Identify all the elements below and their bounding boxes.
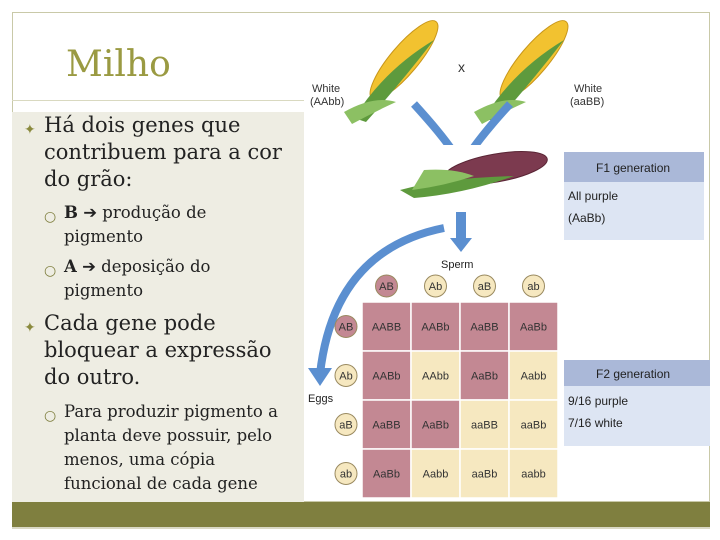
- sub-bullet-1b-text: deposição do pigmento: [64, 257, 211, 300]
- egg-gamete: [334, 315, 358, 338]
- sub-bullet-2a: ○ Para produzir pigmento a planta deve p…: [44, 400, 294, 496]
- arrow-down-icon: [450, 238, 472, 252]
- bullet-2-text: Cada gene pode bloquear a expressão do o…: [44, 311, 272, 389]
- corn-ear-parent-2-icon: [474, 20, 569, 124]
- egg-gamete-label: Ab: [339, 371, 352, 383]
- eggs-arrow-icon: [316, 224, 445, 375]
- punnett-cell: [459, 448, 510, 499]
- egg-gamete: [334, 413, 358, 436]
- sub-bullet-1a-text: produção de pigmento: [64, 203, 207, 246]
- sperm-gamete-label: aB: [478, 281, 491, 293]
- punnett-cell-label: Aabb: [423, 469, 449, 481]
- egg-gamete: [334, 462, 358, 485]
- punnett-cell-label: aaBb: [472, 469, 498, 481]
- sperm-gamete: [375, 274, 398, 298]
- punnett-cell-label: AaBb: [471, 371, 498, 383]
- bullet-2-marker-icon: ✦: [24, 320, 36, 336]
- sub-bullet-1a: ○ B ➔ produção de pigmento: [44, 201, 284, 249]
- corn-ear-f1-icon: [396, 145, 556, 201]
- punnett-cell-label: AABB: [372, 322, 401, 334]
- gene-b-label: B: [64, 203, 78, 222]
- bullet-1-text: Há dois genes que contribuem para a cor …: [44, 113, 282, 191]
- punnett-cell-label: AaBb: [373, 469, 400, 481]
- sperm-gamete: [522, 274, 545, 298]
- punnett-cell-label: aaBB: [471, 420, 498, 432]
- f1-line-1: All purple: [568, 189, 618, 203]
- sub-bullet-2a-text: Para produzir pigmento a planta deve pos…: [64, 402, 278, 493]
- punnett-cell-label: AaBB: [470, 322, 498, 334]
- arrow-down-icon: [308, 368, 332, 386]
- punnett-cell: [361, 448, 412, 499]
- punnett-cell-label: AaBb: [422, 420, 449, 432]
- punnett-cell: [361, 301, 412, 352]
- parent-2-label: White: [574, 83, 602, 95]
- arrow-shaft: [456, 212, 466, 240]
- punnett-cell: [508, 448, 559, 499]
- sperm-label: Sperm: [441, 259, 473, 271]
- punnett-cell: [508, 399, 559, 450]
- punnett-diagram: White (AAbb) x White (aaBB) F1 generatio…: [308, 20, 710, 499]
- punnett-cell-label: AABb: [372, 371, 400, 383]
- title-divider: [12, 100, 304, 101]
- egg-gamete-label: aB: [339, 420, 352, 432]
- sperm-gamete: [473, 274, 496, 298]
- gene-a-label: A: [64, 257, 77, 276]
- f1-line-2: (AaBb): [568, 211, 605, 225]
- punnett-cell: [508, 301, 559, 352]
- sub-bullet-2a-marker-icon: ○: [44, 408, 57, 424]
- f2-line-2: 7/16 white: [568, 416, 623, 430]
- punnett-cell: [361, 399, 412, 450]
- parent-1-genotype: (AAbb): [310, 96, 344, 108]
- f2-line-1: 9/16 purple: [568, 394, 628, 408]
- arrow-right-icon: ➔: [83, 203, 98, 222]
- punnett-cell-label: Aabb: [521, 371, 547, 383]
- corn-ear-parent-1-icon: [344, 20, 439, 124]
- egg-gamete-label: AB: [339, 322, 354, 334]
- bullet-2: ✦ Cada gene pode bloquear a expressão do…: [24, 310, 300, 391]
- punnett-cell: [459, 301, 510, 352]
- slide-title: Milho: [66, 44, 171, 85]
- sperm-gamete-label: AB: [379, 281, 394, 293]
- punnett-cell: [410, 399, 461, 450]
- sperm-gamete: [424, 274, 447, 298]
- f1-title: F1 generation: [596, 161, 670, 175]
- sub-bullet-1b-marker-icon: ○: [44, 263, 57, 279]
- sperm-gamete-label: Ab: [429, 281, 442, 293]
- punnett-cell-label: AaBB: [372, 420, 400, 432]
- footer-line: [12, 527, 710, 529]
- punnett-cell-label: aabb: [521, 469, 545, 481]
- bullet-1-marker-icon: ✦: [24, 122, 36, 138]
- punnett-cell: [410, 448, 461, 499]
- parent-2-genotype: (aaBB): [570, 96, 604, 108]
- punnett-cell: [459, 350, 510, 401]
- footer-bar: [12, 502, 710, 527]
- egg-gamete-label: ab: [340, 469, 352, 481]
- punnett-cell-label: AAbb: [422, 371, 449, 383]
- parent-1-label: White: [312, 83, 340, 95]
- sub-bullet-1a-marker-icon: ○: [44, 209, 57, 225]
- punnett-cell: [361, 350, 412, 401]
- bullet-1: ✦ Há dois genes que contribuem para a co…: [24, 112, 296, 193]
- content-panel: [12, 112, 304, 502]
- punnett-cell-label: AaBb: [520, 322, 547, 334]
- egg-gamete: [334, 364, 358, 387]
- punnett-cell: [508, 350, 559, 401]
- arrow-right-icon: ➔: [82, 257, 96, 276]
- f2-title: F2 generation: [596, 367, 670, 381]
- punnett-cell-label: aaBb: [521, 420, 547, 432]
- punnett-cell-label: AABb: [421, 322, 449, 334]
- cross-symbol: x: [458, 59, 465, 75]
- sub-bullet-1b: ○ A ➔ deposição do pigmento: [44, 255, 284, 303]
- eggs-label: Eggs: [308, 393, 334, 405]
- sperm-gamete-label: ab: [527, 281, 539, 293]
